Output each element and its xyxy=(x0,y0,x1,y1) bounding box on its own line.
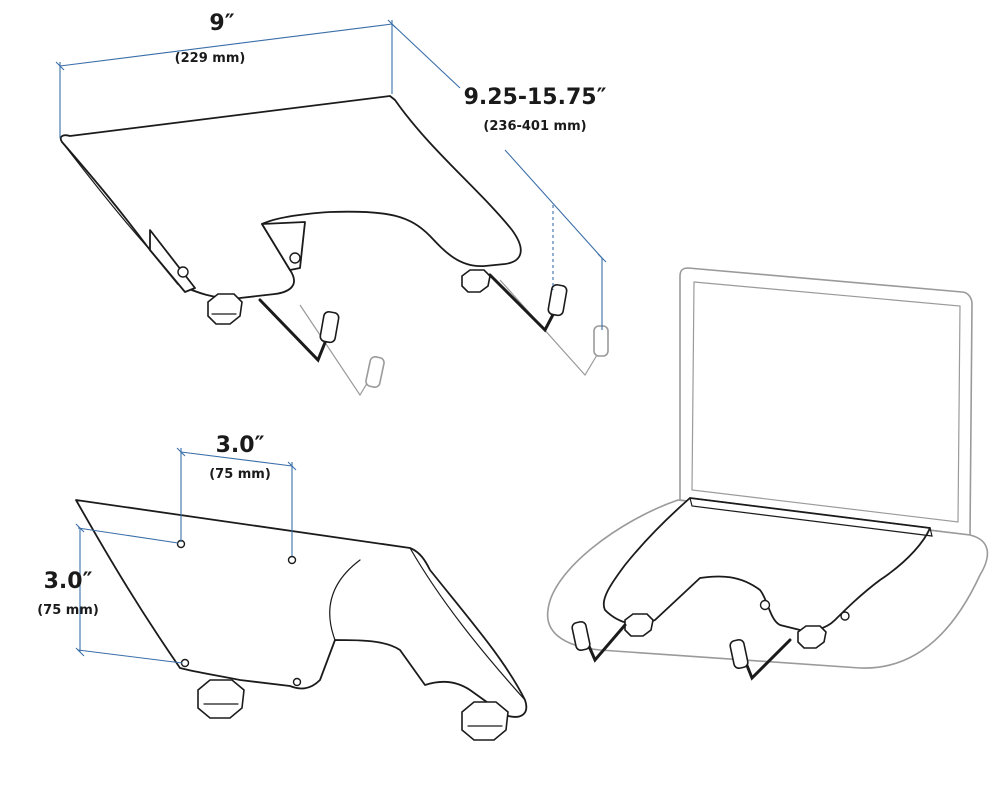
laptop-knob-left xyxy=(624,613,654,637)
arm-right xyxy=(488,273,560,333)
knob-bottom-left xyxy=(197,679,245,719)
extended-arm-ghost-right xyxy=(499,279,601,377)
mount-hole-3 xyxy=(180,658,190,668)
dimension-hole-vertical: 3.0″ (75 mm) xyxy=(37,523,183,664)
arm-left-cap xyxy=(319,311,340,344)
extended-arm-cap-ghost xyxy=(365,356,385,388)
arm-right-cap xyxy=(547,284,568,317)
tray-underside-plate xyxy=(75,499,528,718)
knob-bottom-right xyxy=(461,701,509,741)
laptop-knob-right xyxy=(797,625,827,649)
dimension-hole-horizontal: 3.0″ (75 mm) xyxy=(176,433,297,556)
tray-underside-curve xyxy=(329,559,361,641)
dimension-hole-vertical-sub: (75 mm) xyxy=(37,603,99,618)
laptop-lid-ghost xyxy=(679,267,973,536)
laptop-with-tray xyxy=(546,267,989,681)
tray-underside-fold xyxy=(409,547,526,701)
extended-arm-cap-ghost-right xyxy=(593,325,609,357)
dimension-top-depth-sub: (236-401 mm) xyxy=(483,119,586,134)
dimension-hole-horizontal-label: 3.0″ xyxy=(216,433,265,458)
arm-left xyxy=(258,298,332,363)
tray-bottom-view xyxy=(75,499,528,741)
tray-on-laptop-screw xyxy=(759,599,771,611)
tray-on-laptop xyxy=(602,497,931,632)
knob-right xyxy=(461,269,491,293)
dimension-top-depth: 9.25-15.75″ (236-401 mm) xyxy=(391,23,607,330)
laptop-arm-right-cap xyxy=(729,638,749,670)
mount-hole-2 xyxy=(287,555,297,565)
tray-on-laptop-screw-right xyxy=(840,611,850,621)
laptop-arm-left-cap xyxy=(571,620,591,652)
knob-left xyxy=(207,293,243,325)
dimension-top-width-label: 9″ xyxy=(209,11,234,36)
left-bracket-screw xyxy=(177,266,189,278)
dimension-top-width: 9″ (229 mm) xyxy=(55,11,397,138)
mount-hole-4 xyxy=(292,677,302,687)
dimension-hole-vertical-label: 3.0″ xyxy=(44,569,93,594)
center-bracket-screw xyxy=(289,252,301,264)
dimension-top-depth-label: 9.25-15.75″ xyxy=(464,85,607,110)
laptop-screen-ghost xyxy=(691,281,961,523)
dimension-top-width-sub: (229 mm) xyxy=(175,51,246,66)
tray-on-laptop-edge xyxy=(689,497,933,537)
dimension-hole-horizontal-sub: (75 mm) xyxy=(209,467,271,482)
tray-top-view xyxy=(59,95,609,397)
tray-plate xyxy=(59,95,522,300)
tray-edge-fold xyxy=(61,141,151,251)
